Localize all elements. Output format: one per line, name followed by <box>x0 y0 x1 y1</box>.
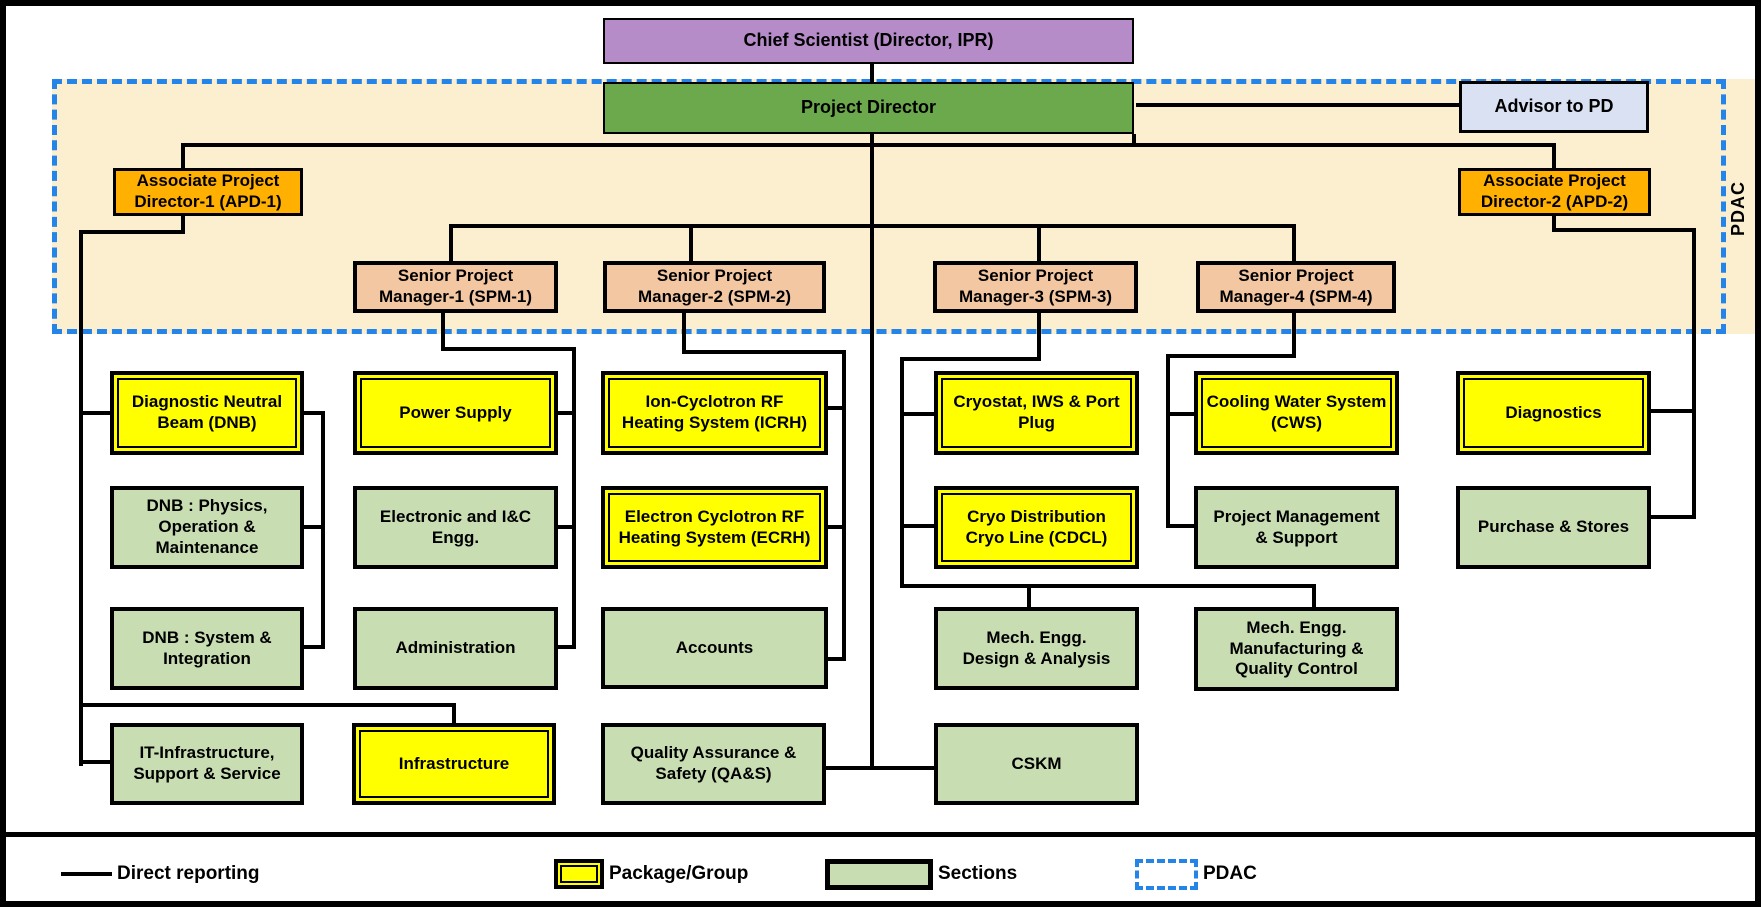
connector <box>1037 313 1041 361</box>
connector <box>79 703 456 707</box>
node-infrastructure: Infrastructure <box>352 723 556 805</box>
connector <box>1166 412 1194 416</box>
connector <box>900 584 1316 588</box>
connector <box>828 525 842 529</box>
node-administration: Administration <box>353 607 558 690</box>
legend-label: Package/Group <box>609 863 749 884</box>
connector <box>1552 228 1696 232</box>
connector <box>689 224 693 261</box>
connector <box>682 313 686 354</box>
node-icrh: Ion-Cyclotron RF Heating System (ICRH) <box>601 371 828 455</box>
node-spm-2: Senior Project Manager-2 (SPM-2) <box>603 261 826 313</box>
legend-item-sections: Sections <box>825 851 1017 897</box>
connector <box>1651 515 1692 519</box>
connector <box>1166 354 1170 528</box>
connector <box>304 645 321 649</box>
connector <box>449 224 453 261</box>
connector <box>828 657 842 661</box>
pdac-swatch <box>1135 858 1198 890</box>
package-group-swatch <box>554 859 604 889</box>
legend-separator <box>6 832 1755 837</box>
connector <box>79 760 110 764</box>
connector <box>900 357 904 588</box>
sections-swatch <box>825 858 933 890</box>
connector <box>900 357 1041 361</box>
connector <box>1552 143 1556 168</box>
pdac-side-label: PDAC <box>1728 180 1748 236</box>
connector <box>304 411 325 415</box>
node-cws: Cooling Water System (CWS) <box>1194 371 1399 455</box>
node-project-director: Project Director <box>603 82 1134 134</box>
connector <box>1166 524 1194 528</box>
node-spm-1: Senior Project Manager-1 (SPM-1) <box>353 261 558 313</box>
node-dnb-physics-operation-maintenance: DNB : Physics, Operation & Maintenance <box>110 486 304 569</box>
connector <box>558 645 572 649</box>
connector <box>826 766 934 770</box>
legend-label: Direct reporting <box>117 863 260 884</box>
connector <box>181 143 1556 147</box>
connector <box>452 703 456 723</box>
connector <box>558 525 572 529</box>
connector <box>682 350 846 354</box>
legend-item-package-group: Package/Group <box>554 851 748 897</box>
connector <box>1692 228 1696 519</box>
connector <box>1312 584 1316 607</box>
connector <box>572 347 576 649</box>
connector <box>181 216 185 230</box>
node-dnb-system-integration: DNB : System & Integration <box>110 607 304 690</box>
legend-label: PDAC <box>1203 863 1257 884</box>
node-dnb: Diagnostic Neutral Beam (DNB) <box>110 371 304 455</box>
node-advisor-to-pd: Advisor to PD <box>1459 81 1649 133</box>
connector <box>1552 216 1556 232</box>
connector <box>828 406 842 410</box>
node-electronic-ic-engg: Electronic and I&C Engg. <box>353 486 558 569</box>
node-spm-3: Senior Project Manager-3 (SPM-3) <box>933 261 1138 313</box>
connector <box>558 411 572 415</box>
connector <box>449 224 1296 228</box>
connector <box>1651 409 1692 413</box>
connector <box>79 411 110 415</box>
connector <box>441 313 445 351</box>
direct-reporting-line-swatch <box>61 872 112 876</box>
legend-item-pdac: PDAC <box>1135 851 1257 897</box>
connector <box>304 525 321 529</box>
connector <box>441 347 576 351</box>
node-mech-engg-manufacturing-qc: Mech. Engg. Manufacturing & Quality Cont… <box>1194 607 1399 691</box>
node-apd-2: Associate Project Director-2 (APD-2) <box>1458 168 1651 216</box>
node-cskm: CSKM <box>934 723 1139 805</box>
legend-label: Sections <box>938 863 1018 884</box>
node-qa-safety: Quality Assurance & Safety (QA&S) <box>601 723 826 805</box>
connector <box>1037 224 1041 261</box>
node-chief-scientist: Chief Scientist (Director, IPR) <box>603 18 1134 64</box>
node-accounts: Accounts <box>601 607 828 689</box>
node-cdcl: Cryo Distribution Cryo Line (CDCL) <box>934 486 1139 569</box>
legend-item-direct-reporting: Direct reporting <box>61 851 260 897</box>
node-spm-4: Senior Project Manager-4 (SPM-4) <box>1196 261 1396 313</box>
connector <box>870 134 874 768</box>
node-purchase-stores: Purchase & Stores <box>1456 486 1651 569</box>
connector <box>900 412 934 416</box>
node-project-management-support: Project Management & Support <box>1194 486 1399 569</box>
connector <box>870 64 874 84</box>
node-ecrh: Electron Cyclotron RF Heating System (EC… <box>601 486 828 569</box>
connector <box>79 230 83 766</box>
connector <box>1166 354 1296 358</box>
connector <box>1292 313 1296 358</box>
node-it-infrastructure: IT-Infrastructure, Support & Service <box>110 723 304 805</box>
connector <box>1027 584 1031 607</box>
node-apd-1: Associate Project Director-1 (APD-1) <box>113 168 303 216</box>
node-mech-engg-design-analysis: Mech. Engg. Design & Analysis <box>934 607 1139 690</box>
node-diagnostics: Diagnostics <box>1456 371 1651 455</box>
pdac-dashed-border <box>52 79 1726 334</box>
connector <box>1132 134 1136 147</box>
connector <box>1136 103 1459 107</box>
connector <box>1292 224 1296 261</box>
node-cryostat-iws-port-plug: Cryostat, IWS & Port Plug <box>934 371 1139 455</box>
connector <box>181 143 185 168</box>
connector <box>321 411 325 649</box>
connector <box>79 230 185 234</box>
connector <box>900 524 934 528</box>
node-power-supply: Power Supply <box>353 371 558 455</box>
connector <box>842 350 846 661</box>
